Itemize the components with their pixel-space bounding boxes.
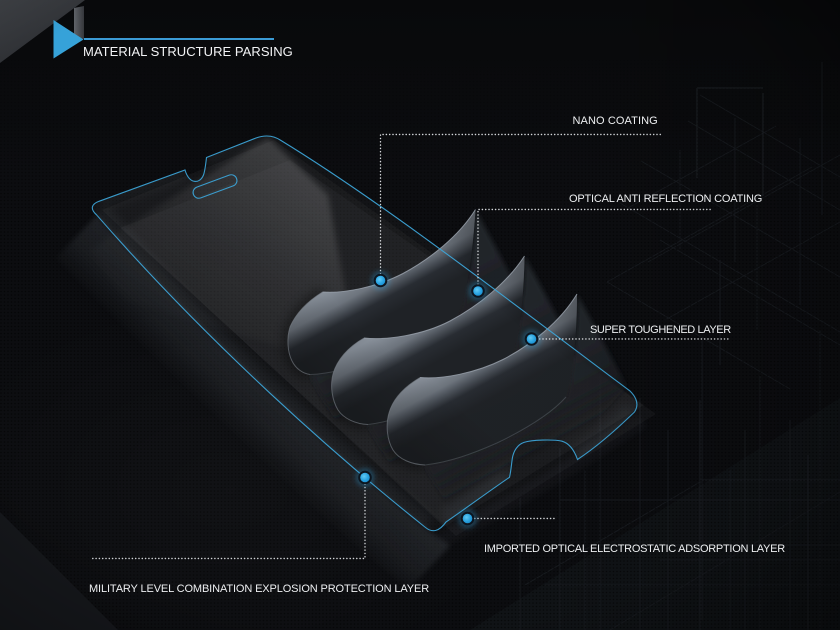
label-military-level-combination-explosion-protection-layer: MILITARY LEVEL COMBINATION EXPLOSION PRO…: [89, 582, 430, 595]
page-title: MATERIAL STRUCTURE PARSING: [83, 43, 293, 59]
label-imported-optical-electrostatic-adsorption-layer: IMPORTED OPTICAL ELECTROSTATIC ADSORPTIO…: [484, 543, 785, 555]
label-super-toughened-layer: SUPER TOUGHENED LAYER: [590, 324, 731, 336]
label-optical-anti-reflection-coating: OPTICAL ANTI REFLECTION COATING: [569, 192, 763, 205]
label-nano-coating: NANO COATING: [572, 115, 658, 127]
